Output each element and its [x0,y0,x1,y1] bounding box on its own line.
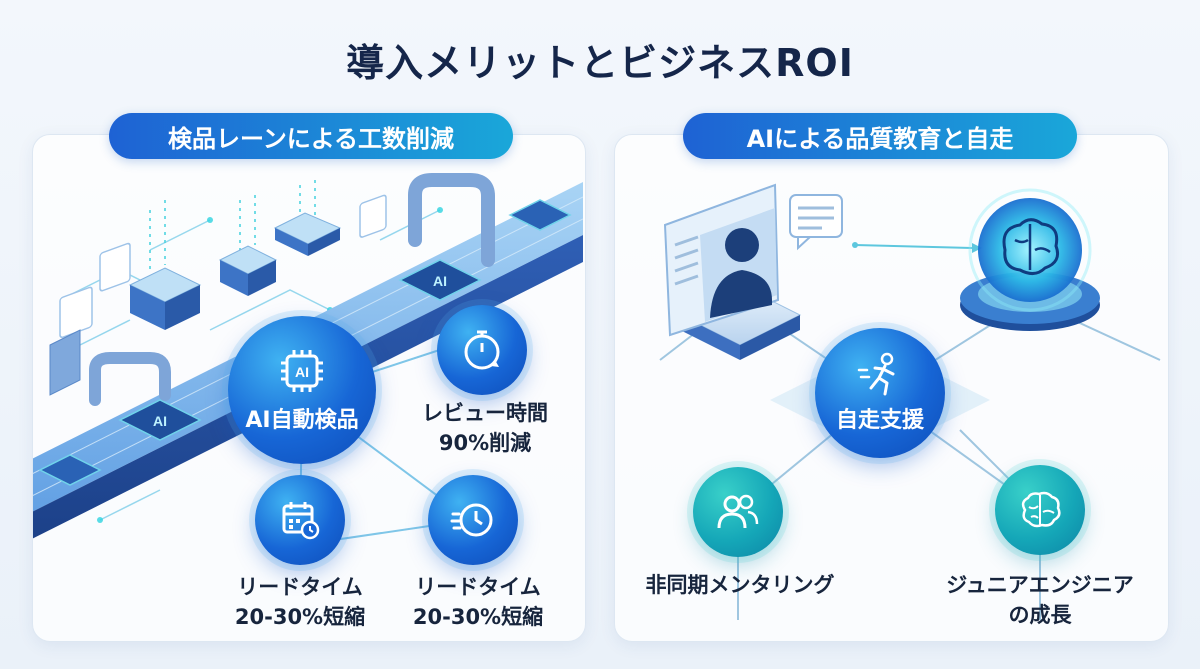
brain-hologram-icon [1002,218,1060,275]
lead-time-label-1: リードタイム 20-30%短縮 [234,575,366,629]
people-icon [717,494,759,529]
belt-chip-label: AI [153,413,167,429]
calendar-clock-icon [282,502,320,540]
junior-growth-label: ジュニアエンジニア の成長 [946,573,1134,627]
lead-time-node-2 [428,475,518,565]
fast-clock-icon [450,503,493,537]
ai-chip-icon: AI [281,350,323,392]
autonomy-support-label: 自走支援 [835,408,924,433]
stopwatch-icon [464,330,500,370]
async-mentoring-node [693,467,783,557]
svg-text:AI: AI [295,364,309,380]
lead-time-node-1 [255,475,345,565]
running-person-icon [857,352,895,396]
left-panel-heading: 検品レーンによる工数削減 [109,113,513,159]
autonomy-support-node: 自走支援 [815,328,945,458]
page-title: 導入メリットとビジネスROI [346,41,854,85]
ai-inspection-label: AI自動検品 [245,408,359,433]
review-time-node [437,305,527,395]
async-mentoring-label: 非同期メンタリング [645,573,835,597]
belt-chip-label: AI [433,273,447,289]
right-panel-heading: AIによる品質教育と自走 [683,113,1077,159]
lead-time-label-2: リードタイム 20-30%短縮 [412,575,544,629]
ai-inspection-node: AI AI自動検品 [228,316,376,464]
junior-growth-node [995,465,1085,555]
review-time-label: レビュー時間 90%削減 [422,401,548,455]
brain-icon [1021,491,1061,528]
